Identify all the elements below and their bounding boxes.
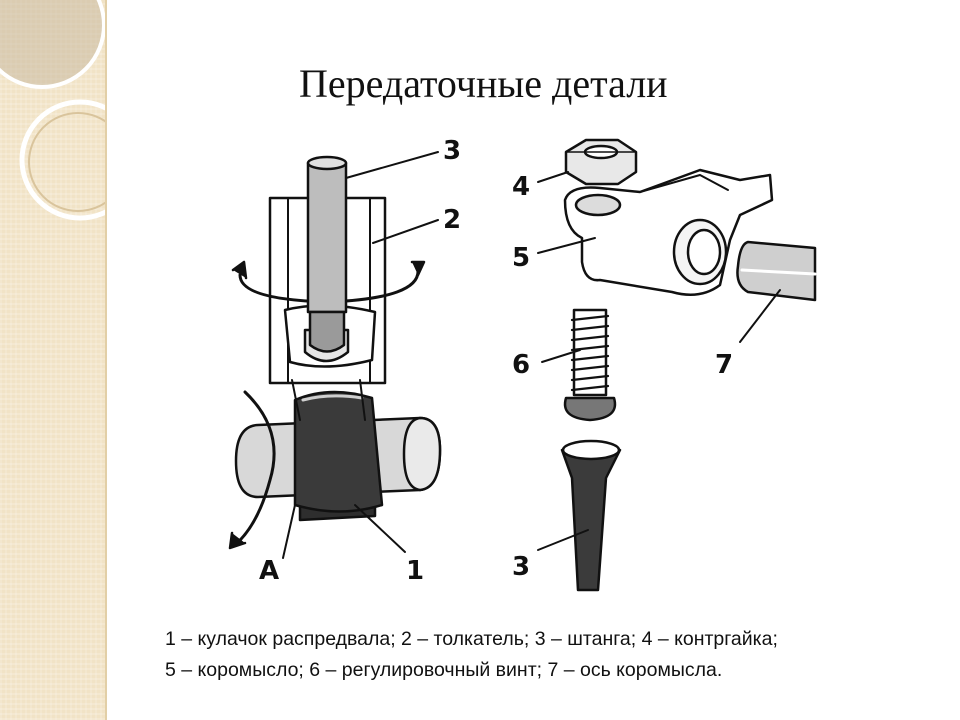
caption-line-1: 1 – кулачок распредвала; 2 – толкатель; … bbox=[165, 628, 778, 650]
label-pushrod-top: 3 bbox=[443, 136, 462, 166]
label-rotation: А bbox=[259, 556, 280, 586]
label-screw: 6 bbox=[512, 350, 531, 380]
decorative-side-band bbox=[0, 0, 105, 720]
label-pushrod-bottom: 3 bbox=[512, 552, 531, 582]
rocker-arm bbox=[563, 168, 774, 297]
label-locknut: 4 bbox=[512, 172, 531, 202]
cam-rotation-arrow bbox=[233, 390, 276, 547]
slide-title: Передаточные детали bbox=[299, 61, 668, 106]
label-cam: 1 bbox=[406, 556, 425, 586]
decorative-rings bbox=[0, 0, 105, 221]
camshaft bbox=[234, 390, 442, 522]
locknut bbox=[564, 138, 638, 186]
adjusting-screw bbox=[563, 308, 617, 422]
label-rocker: 5 bbox=[512, 243, 531, 273]
caption: 1 – кулачок распредвала; 2 – толкатель; … bbox=[165, 624, 945, 686]
pushrod-top bbox=[306, 155, 348, 353]
side-band-edge bbox=[105, 0, 107, 720]
rocker-axle bbox=[736, 240, 817, 302]
label-tappet: 2 bbox=[443, 205, 462, 235]
pushrod-bottom bbox=[560, 439, 622, 592]
caption-line-2: 5 – коромысло; 6 – регулировочный винт; … bbox=[165, 659, 723, 681]
label-axle: 7 bbox=[715, 350, 734, 380]
